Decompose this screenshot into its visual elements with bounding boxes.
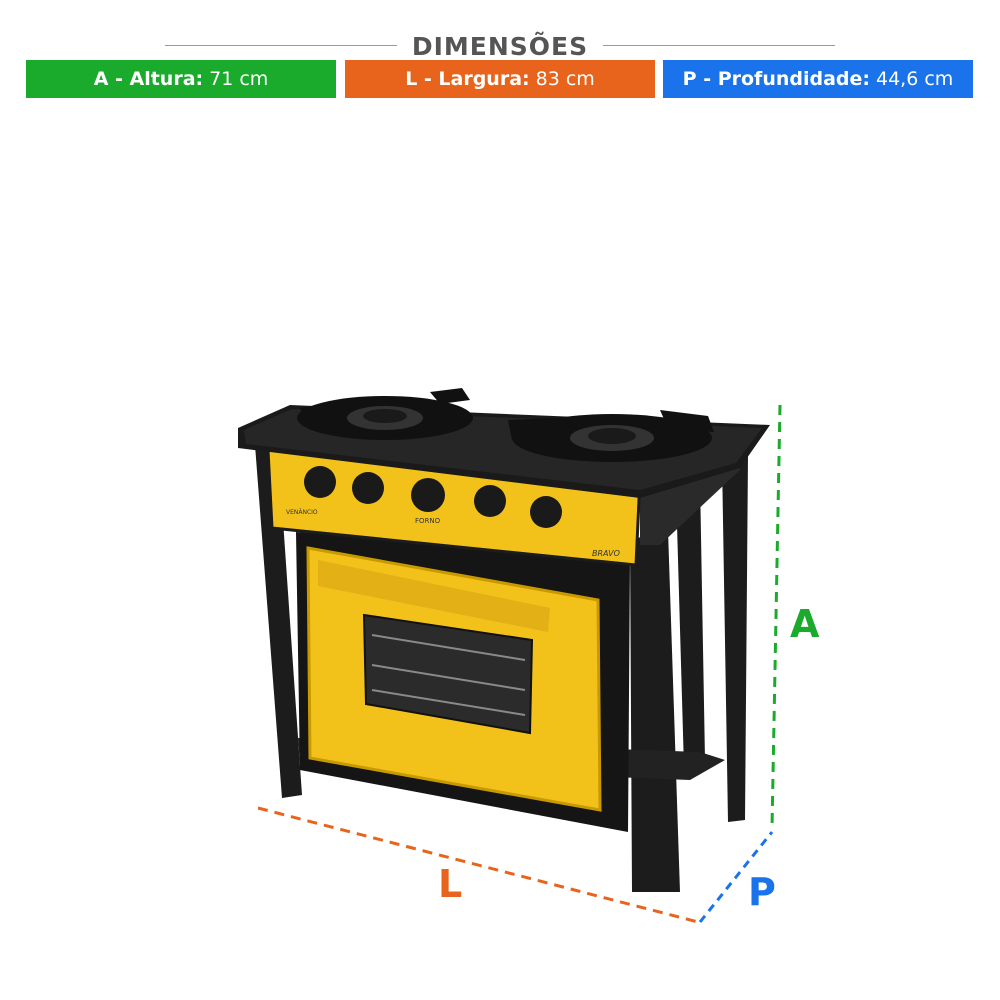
stove-legs <box>255 445 748 892</box>
width-marker: L <box>438 862 463 906</box>
oven-window <box>362 613 534 735</box>
badge-profundidade-value: 44,6 cm <box>876 68 954 90</box>
badge-largura: L - Largura: 83 cm <box>345 60 655 98</box>
burner-left <box>297 388 473 440</box>
badge-altura-value: 71 cm <box>209 68 269 90</box>
badge-altura: A - Altura: 71 cm <box>26 60 336 98</box>
model-label: BRAVO <box>592 549 620 558</box>
knob-5[interactable] <box>530 496 562 528</box>
knob-4[interactable] <box>474 485 506 517</box>
knob-3[interactable] <box>411 478 445 512</box>
brand-logo: VENÂNCIO <box>286 509 318 516</box>
badge-altura-label: A - Altura: <box>93 68 204 90</box>
depth-dimension-line <box>698 831 774 923</box>
page-title: DIMENSÕES <box>411 32 589 61</box>
knob-1[interactable] <box>304 466 336 498</box>
width-dimension-line <box>257 806 699 924</box>
badge-profundidade-label: P - Profundidade: <box>682 68 870 90</box>
knob-2[interactable] <box>352 472 384 504</box>
title-divider-left <box>165 45 397 46</box>
height-dimension-line <box>770 404 782 829</box>
header: DIMENSÕES <box>0 14 1000 61</box>
oven-door-bar <box>318 560 550 632</box>
badge-largura-value: 83 cm <box>535 68 595 90</box>
depth-marker: P <box>748 870 776 914</box>
stove-side-panel <box>640 455 740 545</box>
badge-profundidade: P - Profundidade: 44,6 cm <box>663 60 973 98</box>
title-divider-right <box>603 45 835 46</box>
control-knobs <box>304 466 562 528</box>
height-marker: A <box>790 602 820 646</box>
burner-right <box>508 410 714 462</box>
badge-largura-label: L - Largura: <box>405 68 530 90</box>
knob-oven-label: FORNO <box>415 517 441 525</box>
